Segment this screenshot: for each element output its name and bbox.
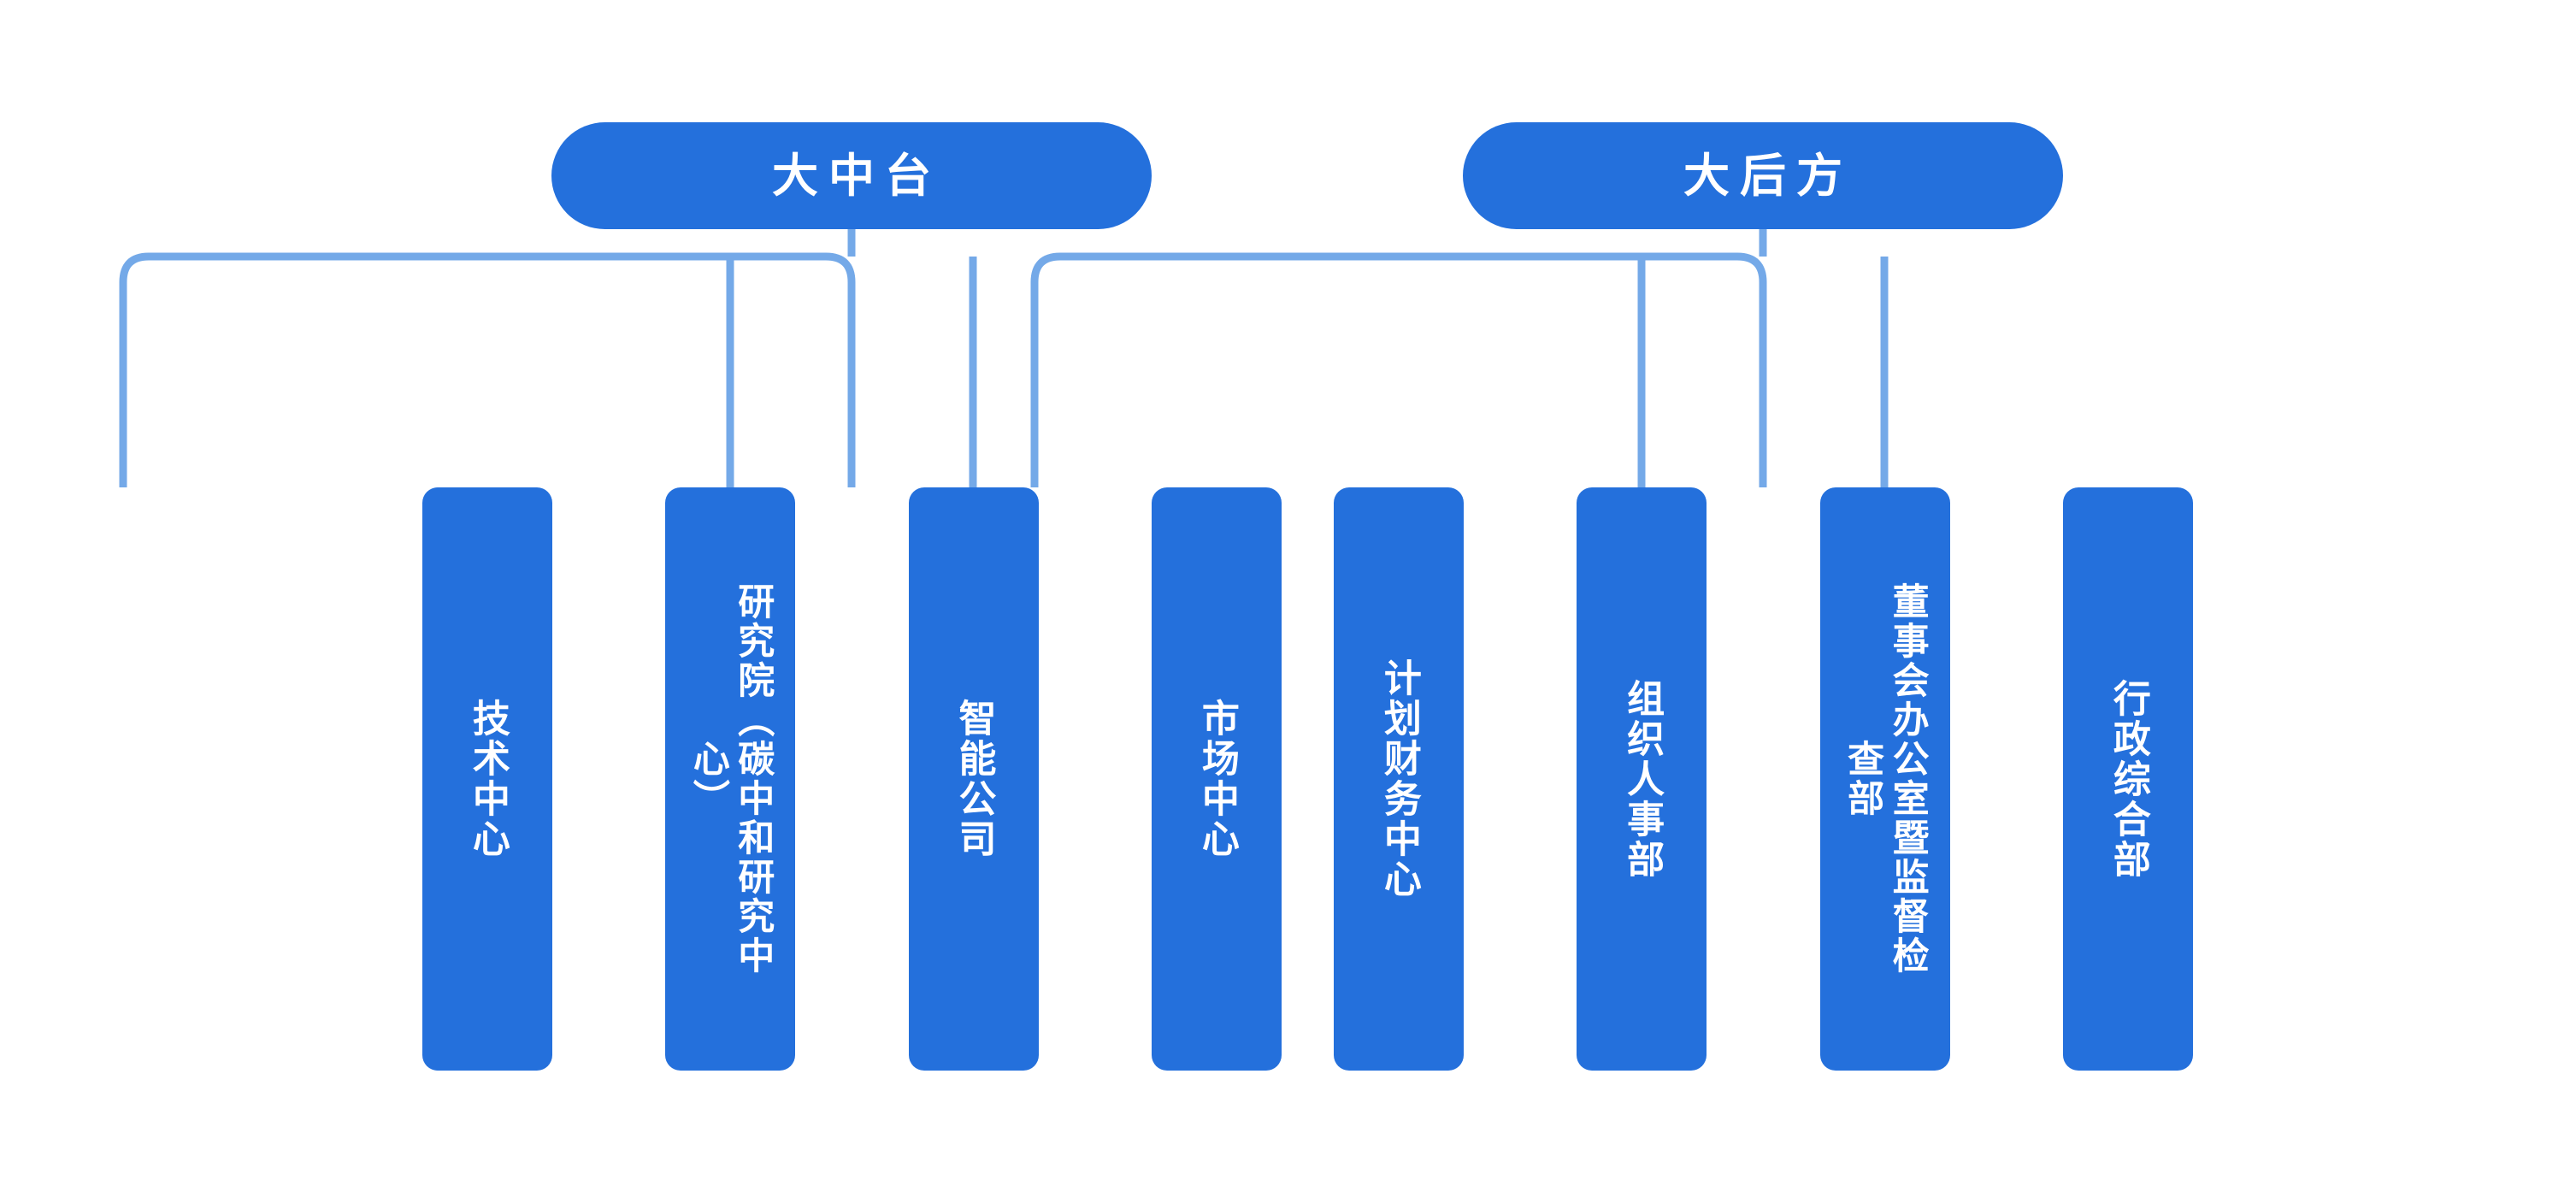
- group-header-label: 大中台: [772, 150, 941, 202]
- leaf-box-label: 市场中心: [1195, 699, 1238, 859]
- leaf-box-label: 智能公司: [952, 699, 995, 859]
- leaf-box-xingzheng-zonghe-bu[interactable]: 行政综合部: [2062, 487, 2193, 1071]
- leaf-box-label: 技术中心: [466, 699, 509, 859]
- leaf-box-jihua-caiwu-zhongxin[interactable]: 计划财务中心: [1334, 487, 1464, 1071]
- leaf-box-label: 组织人事部: [1621, 678, 1664, 880]
- org-group-zhongtai: 大中台 技术中心 研究院（碳中和研究中心） 智能公司 市场中心: [82, 0, 1282, 1186]
- leaf-box-row-houfang: 计划财务中心 组织人事部 董事会办公室暨监督检查部 行政综合部: [1334, 487, 2193, 1071]
- leaf-box-yanjiuyuan[interactable]: 研究院（碳中和研究中心）: [665, 487, 796, 1071]
- leaf-box-dongshihui-bangongshi[interactable]: 董事会办公室暨监督检查部: [1819, 487, 1950, 1071]
- leaf-box-label: 董事会办公室暨监督检查部: [1842, 582, 1929, 976]
- org-group-houfang: 大后方 计划财务中心 组织人事部 董事会办公室暨监督检查部 行政综合部: [993, 0, 2193, 1186]
- leaf-box-zuzhi-renshi-bu[interactable]: 组织人事部: [1577, 487, 1707, 1071]
- leaf-box-label: 计划财务中心: [1377, 658, 1420, 900]
- group-header-label: 大后方: [1683, 150, 1853, 202]
- leaf-box-row-zhongtai: 技术中心 研究院（碳中和研究中心） 智能公司 市场中心: [422, 487, 1282, 1071]
- leaf-box-label: 研究院（碳中和研究中心）: [687, 582, 774, 976]
- leaf-box-jishu-zhongxin[interactable]: 技术中心: [422, 487, 552, 1071]
- group-header-zhongtai[interactable]: 大中台: [551, 122, 1152, 229]
- leaf-box-shichang-zhongxin[interactable]: 市场中心: [1151, 487, 1282, 1071]
- group-header-houfang[interactable]: 大后方: [1463, 122, 2063, 229]
- leaf-box-zhineng-gongsi[interactable]: 智能公司: [908, 487, 1039, 1071]
- leaf-box-label: 行政综合部: [2107, 678, 2149, 880]
